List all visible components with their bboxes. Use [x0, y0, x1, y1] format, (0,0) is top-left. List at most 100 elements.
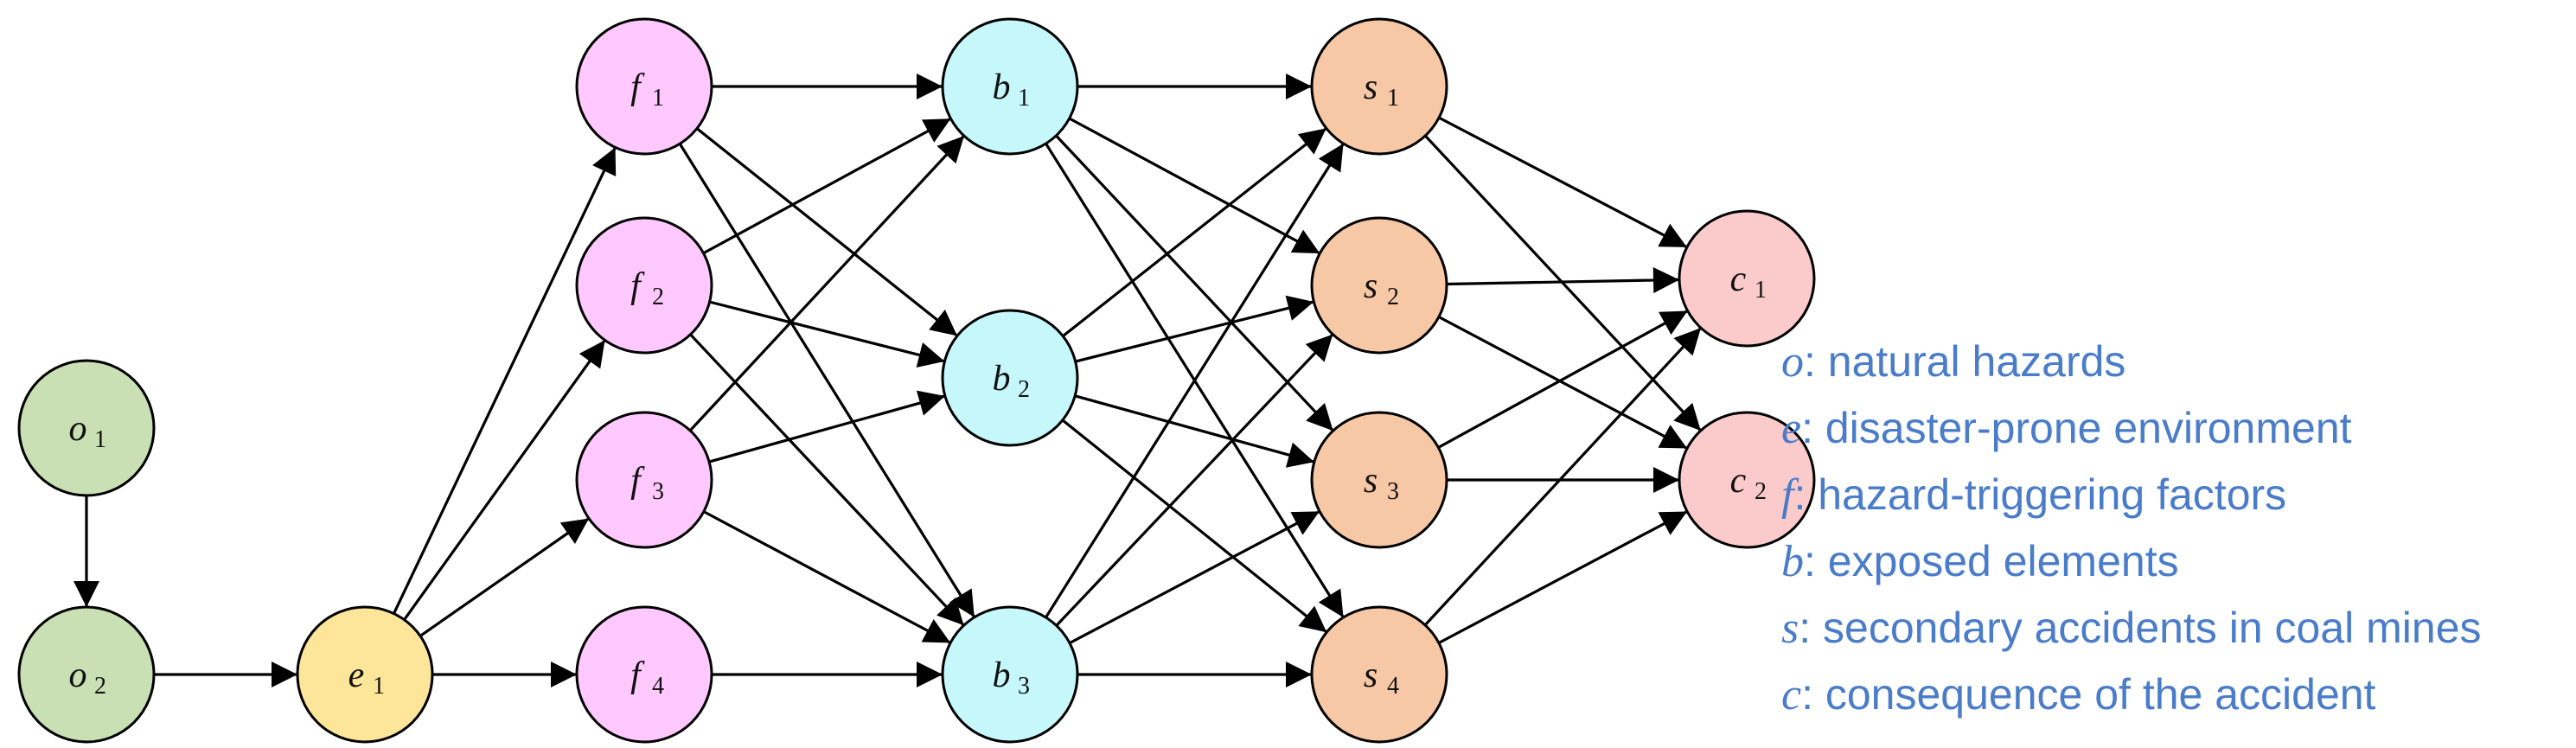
node-label-c2: c [1730, 461, 1747, 501]
node-label-s2: s [1364, 266, 1377, 306]
node-subscript-f2: 2 [652, 284, 664, 310]
node-subscript-s2: 2 [1387, 284, 1399, 310]
node-label-s1: s [1364, 67, 1377, 107]
node-circle-f2 [575, 216, 713, 355]
node-subscript-b3: 3 [1018, 673, 1030, 700]
node-subscript-o1: 1 [94, 426, 106, 453]
edge-f3-b2 [708, 390, 946, 464]
node-circle-e1 [296, 605, 434, 744]
edge-s2-c1 [1446, 267, 1680, 294]
node-subscript-c2: 2 [1755, 478, 1767, 505]
legend-item-f: f: hazard-triggering factors [1781, 462, 2482, 528]
edge-b2-s4 [1061, 419, 1328, 634]
node-label-c1: c [1730, 259, 1747, 299]
node-circle-s4 [1310, 605, 1448, 744]
legend-item-e: e: disaster-prone environment [1781, 395, 2482, 462]
legend-item-o: o: natural hazards [1781, 329, 2482, 395]
node-label-b3: b [993, 655, 1011, 695]
edge-s4-c1 [1423, 327, 1703, 626]
edge-s4-c2 [1438, 510, 1688, 644]
edge-b3-s1 [1045, 143, 1345, 618]
node-circle-f3 [575, 411, 713, 549]
edges-layer [74, 74, 1703, 687]
node-circle-f1 [575, 17, 713, 156]
node-circle-c2 [1678, 411, 1816, 549]
legend-symbol: o [1781, 337, 1804, 387]
legend-text: : secondary accidents in coal mines [1799, 604, 2482, 652]
node-circle-b3 [941, 605, 1079, 744]
node-circle-f4 [575, 605, 713, 744]
legend-symbol: s [1781, 604, 1799, 653]
node-circle-b2 [941, 309, 1079, 447]
edge-f1-b3 [678, 143, 976, 618]
edge-b1-s2 [1068, 117, 1321, 255]
edge-s3-c1 [1437, 310, 1689, 449]
legend-symbol: e [1781, 404, 1802, 453]
legend-symbol: f [1781, 470, 1794, 520]
edge-f3-b3 [703, 510, 951, 644]
node-subscript-c1: 1 [1755, 277, 1767, 304]
node-label-o1: o [69, 409, 87, 449]
node-label-b1: b [993, 67, 1011, 107]
node-subscript-s4: 4 [1387, 673, 1399, 700]
node-circle-s3 [1310, 411, 1448, 549]
node-subscript-b1: 1 [1018, 85, 1030, 112]
legend-symbol: b [1781, 537, 1804, 586]
edge-b3-s3 [1069, 509, 1320, 645]
node-subscript-s1: 1 [1387, 85, 1399, 112]
node-label-b2: b [993, 359, 1011, 399]
legend-symbol: c [1781, 670, 1802, 719]
legend-item-s: s: secondary accidents in coal mines [1781, 595, 2482, 662]
node-label-e1: e [348, 655, 365, 695]
edge-f2-b1 [702, 117, 952, 255]
node-subscript-e1: 1 [373, 673, 385, 700]
legend-text: : disaster-prone environment [1801, 404, 2352, 452]
edge-s1-c1 [1438, 116, 1688, 249]
edge-s2-c2 [1438, 316, 1688, 450]
legend-item-b: b: exposed elements [1781, 528, 2482, 595]
legend-text: : exposed elements [1804, 537, 2179, 585]
node-label-o2: o [69, 655, 87, 695]
legend-text: : consequence of the accident [1801, 670, 2376, 719]
edge-b2-s2 [1075, 295, 1314, 363]
node-subscript-s3: 3 [1387, 478, 1399, 505]
edge-f2-b2 [709, 300, 945, 368]
legend-text: : natural hazards [1804, 337, 2126, 386]
node-subscript-f1: 1 [652, 85, 664, 112]
node-circle-s1 [1310, 17, 1448, 156]
node-subscript-o2: 2 [94, 673, 106, 700]
node-circle-s2 [1310, 216, 1448, 355]
edge-e1-f2 [403, 339, 606, 621]
edge-e1-f3 [419, 517, 590, 637]
edge-f3-b1 [688, 135, 966, 432]
node-label-s3: s [1364, 461, 1377, 501]
edge-b3-s2 [1055, 333, 1334, 627]
node-label-s4: s [1364, 655, 1377, 695]
node-circle-o1 [17, 359, 156, 497]
node-circle-b1 [941, 17, 1079, 156]
edge-f1-b2 [696, 127, 958, 337]
node-circle-c1 [1678, 209, 1816, 348]
edge-b2-s1 [1062, 127, 1327, 337]
node-subscript-b2: 2 [1018, 376, 1030, 403]
edge-e1-f1 [393, 146, 617, 615]
legend-item-c: c: consequence of the accident [1781, 662, 2482, 728]
